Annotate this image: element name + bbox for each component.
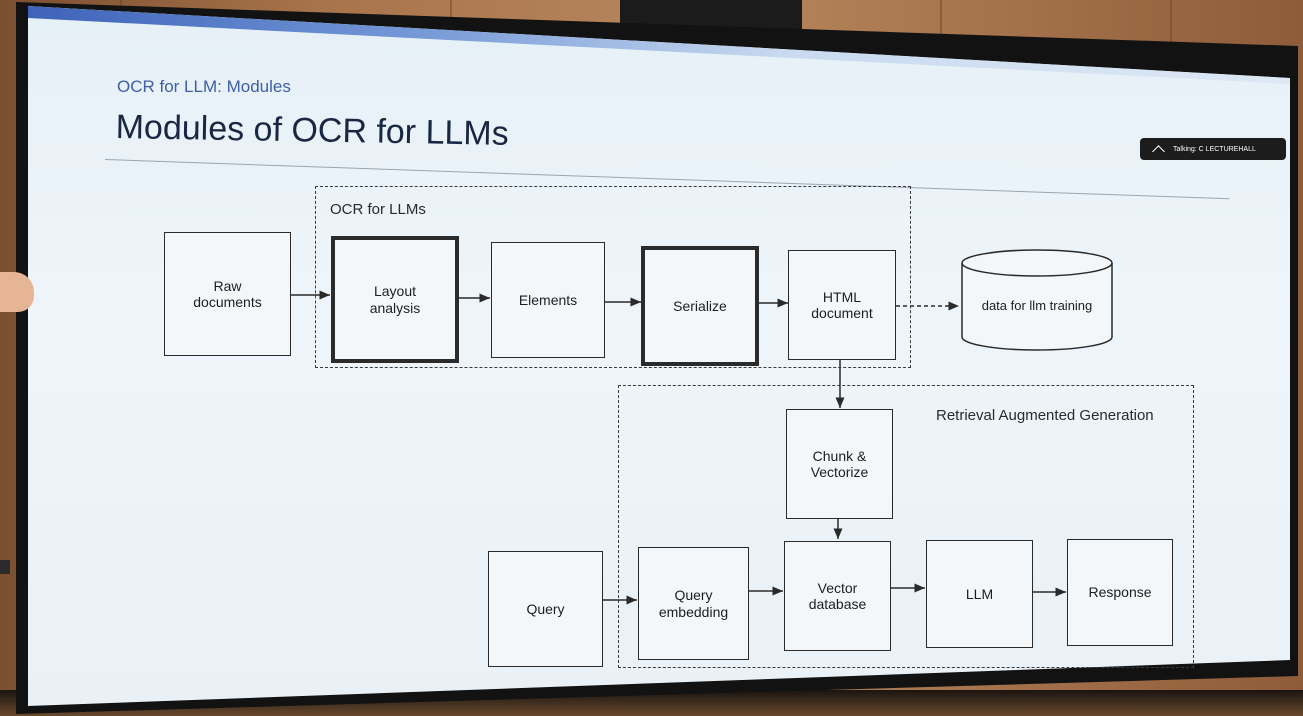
node-layout-analysis: Layout analysis (331, 236, 459, 363)
slide-subtitle: OCR for LLM: Modules (117, 77, 291, 96)
wall-panel-seam (940, 0, 942, 60)
node-chunk-vectorize: Chunk & Vectorize (786, 409, 893, 519)
talking-indicator-text: Talking: C LECTUREHALL (1173, 145, 1256, 153)
ocr-group (315, 186, 911, 368)
rag-group-label: Retrieval Augmented Generation (936, 407, 1154, 424)
ocr-group-label: OCR for LLMs (330, 201, 426, 218)
rag-group (618, 385, 1194, 668)
node-llm: LLM (926, 540, 1033, 648)
node-training-data-cylinder (961, 249, 1113, 351)
node-query: Query (488, 551, 603, 667)
node-vector-database: Vector database (784, 541, 891, 651)
node-raw-documents: Raw documents (164, 232, 291, 356)
node-query-embedding: Query embedding (638, 547, 749, 660)
talking-indicator[interactable]: Talking: C LECTUREHALL (1140, 138, 1286, 160)
presenter-hand (0, 272, 34, 312)
wall-panel-seam (1170, 0, 1172, 60)
node-html-document: HTML document (788, 250, 896, 360)
left-edge-object (0, 560, 10, 574)
node-elements: Elements (491, 242, 605, 358)
node-serialize: Serialize (641, 246, 759, 366)
node-response: Response (1067, 539, 1173, 646)
node-training-data-label: data for llm training (981, 298, 1093, 313)
